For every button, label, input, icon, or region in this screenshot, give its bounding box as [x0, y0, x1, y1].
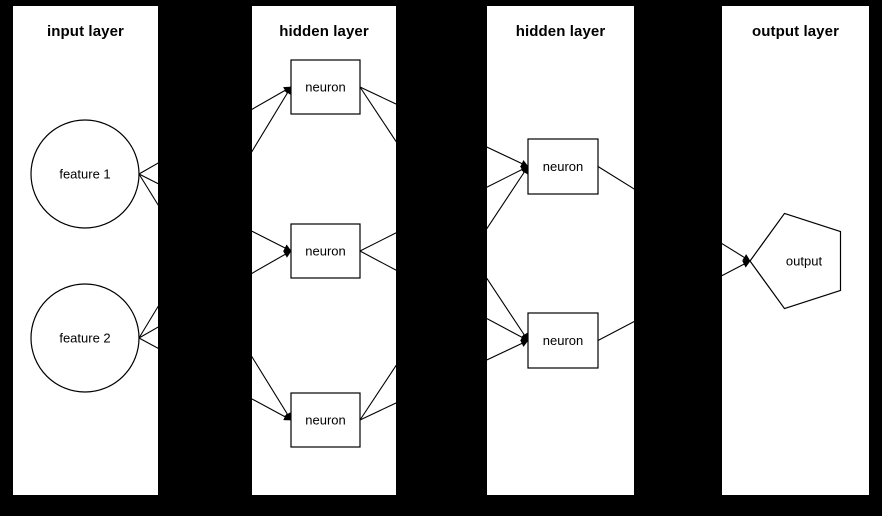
input-layer-nodes: feature 1 feature 2: [30, 119, 140, 393]
output-layer-title: output layer: [751, 23, 840, 40]
hidden1-neuron-2[interactable]: [290, 223, 361, 279]
hidden-layer-2-edges: [487, 146, 634, 361]
feature-node-1[interactable]: [30, 119, 140, 229]
connection-edge: [597, 321, 634, 341]
connection-edge: [359, 232, 396, 252]
input-layer-title: input layer: [47, 23, 124, 40]
output-layer-graphics: output: [722, 212, 842, 310]
connection-edge: [359, 86, 396, 105]
hidden-layer-2-nodes: neuron neuron: [527, 138, 599, 369]
output-node-label: output: [786, 254, 823, 269]
connection-edge: [138, 173, 158, 206]
connection-edge: [597, 166, 634, 190]
connection-edge: [138, 305, 158, 339]
connection-edge: [722, 260, 751, 277]
hidden1-neuron-1[interactable]: [290, 59, 361, 115]
hidden-layer-2-title: hidden layer: [515, 23, 606, 40]
connection-edge: [487, 339, 529, 361]
connection-edge: [487, 277, 529, 342]
neuron-label: neuron: [543, 159, 583, 174]
panel-hidden-layer-1: hidden layer neuron neuron neuron: [252, 6, 396, 495]
connection-edge: [252, 230, 292, 252]
connection-edge: [487, 318, 529, 341]
connection-edge: [487, 146, 529, 168]
hidden-layer-1-title: hidden layer: [279, 23, 369, 40]
connection-edge: [138, 173, 158, 185]
input-layer-edges: [138, 162, 158, 349]
neuron-label: neuron: [305, 413, 345, 428]
connection-edge: [252, 355, 292, 421]
hidden-layer-1-edges: [252, 86, 396, 421]
connection-edge: [359, 86, 396, 143]
connection-edge: [138, 162, 158, 175]
connection-edge: [252, 250, 292, 274]
connection-edge: [487, 166, 529, 188]
hidden-layer-1-graphics: neuron neuron neuron: [252, 59, 396, 448]
input-layer-graphics: feature 1 feature 2: [30, 119, 158, 393]
connection-edge: [138, 326, 158, 339]
connection-edge: [722, 242, 751, 262]
neuron-label: neuron: [543, 333, 583, 348]
connection-edge: [252, 86, 292, 153]
hidden-layer-2-graphics: neuron neuron: [487, 138, 634, 369]
hidden2-neuron-2[interactable]: [527, 312, 599, 369]
hidden1-neuron-3[interactable]: [290, 392, 361, 448]
connection-edge: [138, 337, 158, 349]
hidden2-neuron-1[interactable]: [527, 138, 599, 195]
output-layer-edges: [722, 242, 751, 277]
connection-edge: [359, 402, 396, 421]
output-layer-nodes: output: [749, 212, 842, 310]
connection-edge: [359, 364, 396, 421]
connection-edge: [359, 250, 396, 271]
feature-node-2[interactable]: [30, 283, 140, 393]
neuron-label: neuron: [305, 80, 345, 95]
feature-node-label: feature 1: [59, 167, 110, 182]
output-node[interactable]: [749, 212, 842, 310]
connection-edge: [487, 165, 529, 230]
hidden-layer-1-nodes: neuron neuron neuron: [290, 59, 361, 448]
connection-edge: [252, 398, 292, 421]
panel-output-layer: output layer output: [722, 6, 869, 495]
connection-edge: [252, 86, 292, 110]
panel-input-layer: input layer feature 1 feature 2: [13, 6, 158, 495]
neuron-label: neuron: [305, 244, 345, 259]
feature-node-label: feature 2: [59, 331, 110, 346]
panel-hidden-layer-2: hidden layer neuron neuron: [487, 6, 634, 495]
